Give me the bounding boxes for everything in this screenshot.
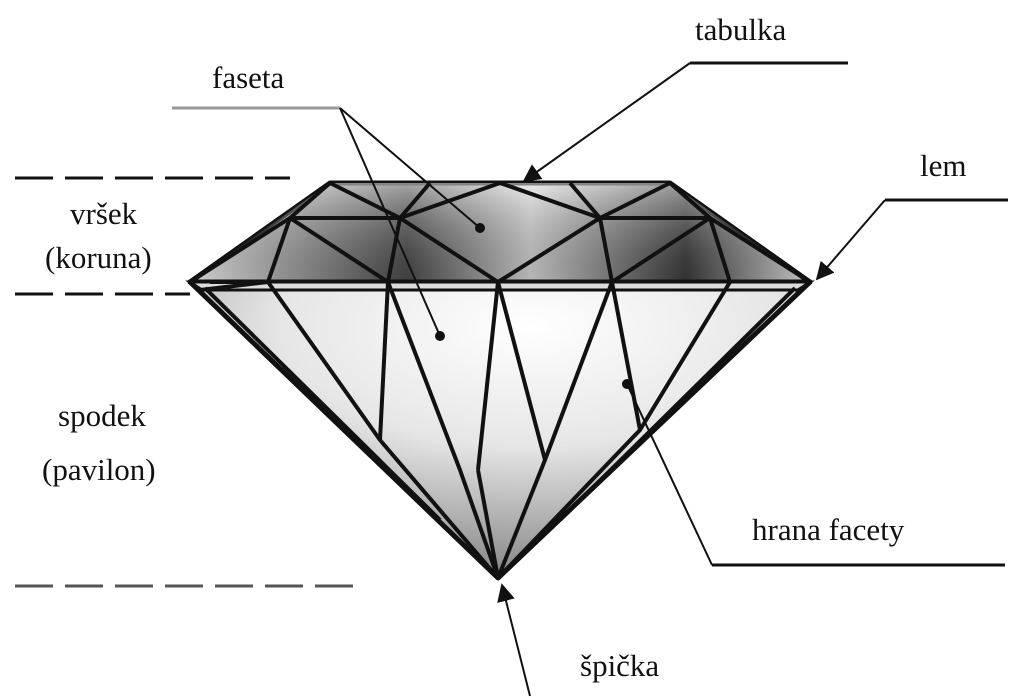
faseta-pavilion-dot <box>435 331 445 341</box>
label-spicka: špička <box>580 648 659 684</box>
spicka-callout <box>502 585 530 696</box>
tabulka-callout <box>524 63 848 181</box>
faseta-crown-dot <box>475 223 485 233</box>
label-vrsek: vršek <box>70 196 137 232</box>
hrana-facety-dot <box>622 379 632 389</box>
lem-callout <box>817 200 1008 279</box>
label-pavilon: (pavilon) <box>42 452 156 488</box>
label-koruna: (koruna) <box>45 240 152 276</box>
label-tabulka: tabulka <box>695 12 786 48</box>
label-hrana-facety: hrana facety <box>752 512 904 548</box>
pavilion <box>190 282 810 578</box>
label-faseta: faseta <box>212 60 284 96</box>
label-spodek: spodek <box>58 398 146 434</box>
label-lem: lem <box>920 148 967 184</box>
